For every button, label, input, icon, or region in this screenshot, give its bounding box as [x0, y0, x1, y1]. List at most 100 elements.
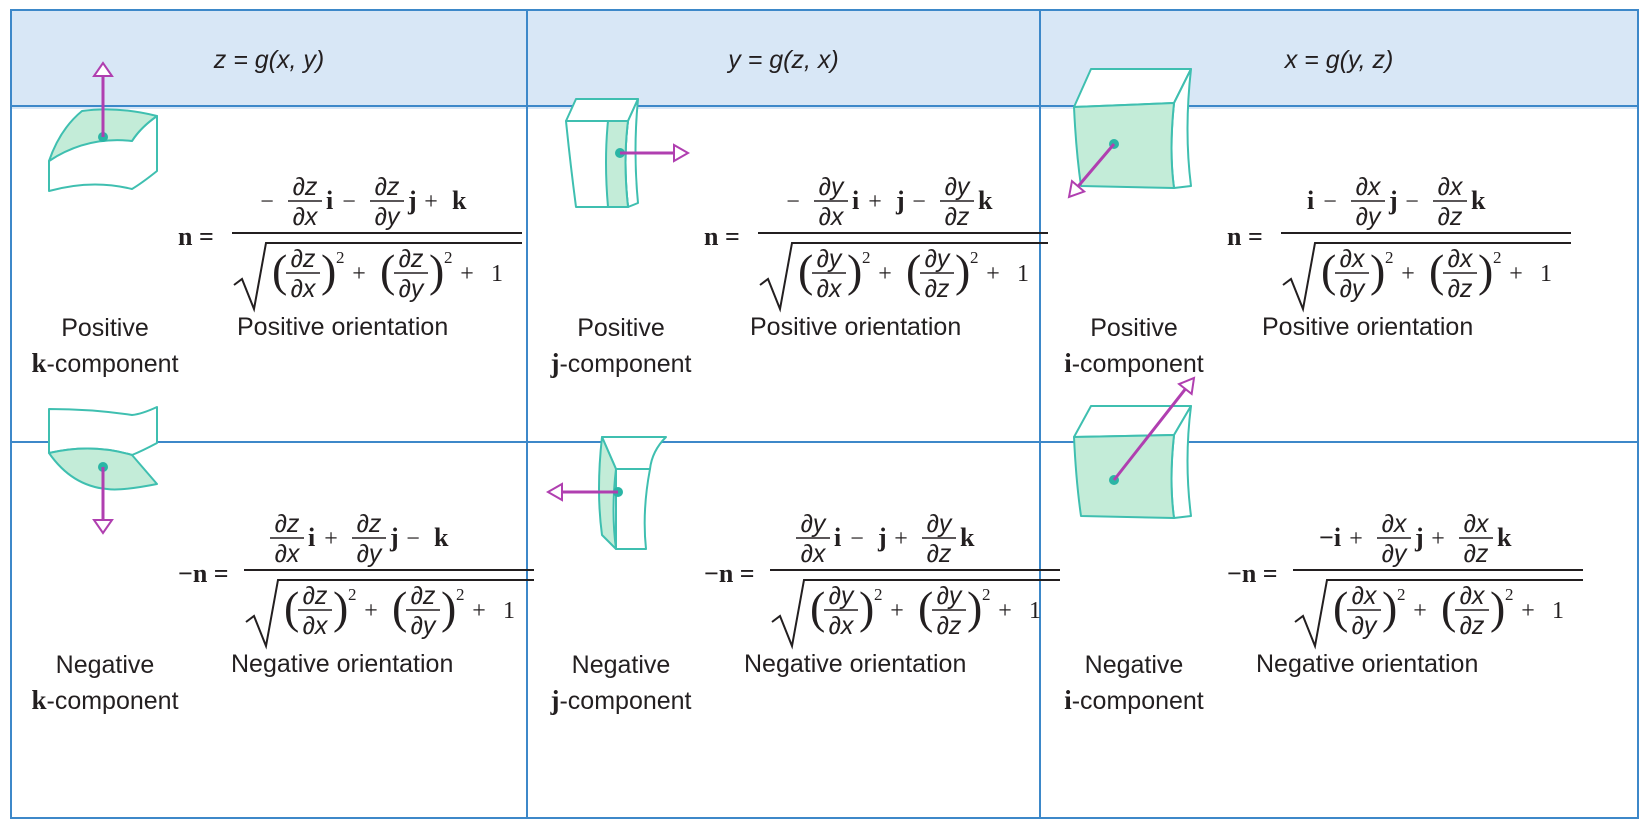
box-body [48, 406, 158, 456]
normal-arrow-head [1067, 179, 1087, 199]
cell-drawing: n =−∂z∂xi−∂z∂yj+k(∂z∂x)2+(∂z∂y)2+1 [48, 61, 522, 313]
sqrt-sign [233, 242, 522, 313]
radicand-term-0-num: ∂z [291, 245, 316, 273]
component-sign-text: Negative [1084, 651, 1184, 679]
normal-arrow-head [92, 519, 114, 535]
component-sign-text: Positive [577, 314, 665, 342]
equation-lhs: −n = [1227, 559, 1278, 588]
cell-drawing: −n =∂z∂xi+∂z∂yj−k(∂z∂x)2+(∂z∂y)2+1 [48, 406, 534, 650]
radicand-term-0-num: ∂y [817, 245, 843, 273]
component-vector: k [31, 685, 47, 715]
radicand-term-2-num: ∂y [937, 582, 963, 610]
normal-arrow-head [92, 61, 114, 77]
normal-arrow-head [673, 143, 691, 163]
radicand-term-4: 1 [1552, 598, 1564, 624]
component-suffix: -component [1071, 350, 1204, 378]
numerator-term-4-den: ∂y [375, 203, 401, 231]
radicand-term-0-den: ∂x [829, 612, 855, 640]
radicand-term-4: 1 [503, 598, 515, 624]
radicand-term-4: 1 [1017, 261, 1029, 287]
numerator-term-2: + [324, 526, 338, 552]
numerator-term-6: k [1471, 186, 1486, 215]
numerator-term-4: + [1431, 526, 1445, 552]
sqrt-sign [771, 579, 1060, 650]
header-text: y = g(z, x) [728, 45, 839, 74]
radicand-term-0-lparen: ( [1333, 582, 1348, 633]
numerator-term-0: i [1307, 186, 1314, 215]
component-suffix: -component [559, 687, 692, 715]
numerator-term-0-num: ∂y [801, 510, 827, 538]
numerator-term-1-num: ∂z [293, 173, 318, 201]
numerator-term-5-den: ∂z [1464, 540, 1489, 568]
radicand-term-2-num: ∂x [1460, 582, 1486, 610]
radicand-term-3: + [460, 261, 474, 287]
radicand-term-0-den: ∂y [1352, 612, 1378, 640]
radicand-term-0-rparen: ) [321, 245, 336, 296]
numerator-term-4: j [895, 186, 905, 215]
cell-drawing: −n =∂y∂xi−j+∂y∂zk(∂y∂x)2+(∂y∂z)2+1 [545, 436, 1060, 650]
radicand-term-1: + [890, 598, 904, 624]
radicand-term-2-den: ∂y [399, 275, 425, 303]
normal-equation: n =−∂z∂xi−∂z∂yj+k(∂z∂x)2+(∂z∂y)2+1 [178, 173, 522, 313]
radicand-term-2-lparen: ( [918, 582, 933, 633]
normal-equation: −n =∂z∂xi+∂z∂yj−k(∂z∂x)2+(∂z∂y)2+1 [178, 510, 534, 650]
numerator-term-0: − [260, 189, 274, 215]
radicand-term-0-lparen: ( [810, 582, 825, 633]
radicand-term-4: 1 [1029, 598, 1041, 624]
radicand-term-2-num: ∂y [925, 245, 951, 273]
numerator-term-5: − [406, 526, 420, 552]
component-name-text: j-component [536, 683, 706, 719]
radicand-term-0-lparen: ( [272, 245, 287, 296]
numerator-term-5-num: ∂x [1438, 173, 1464, 201]
radicand-term-1: + [352, 261, 366, 287]
radicand-term-0-exp: 2 [348, 585, 357, 604]
radicand-term-3: + [1509, 261, 1523, 287]
column-divider [526, 11, 528, 817]
component-name-text: k-component [20, 346, 190, 382]
equation-lhs: −n = [178, 559, 229, 588]
component-sign-text: Positive [1090, 314, 1178, 342]
component-sign-text: Negative [55, 651, 155, 679]
radicand-term-0-den: ∂x [291, 275, 317, 303]
numerator-term-3: − [342, 189, 356, 215]
header-text: z = g(x, y) [213, 45, 325, 74]
component-vector: j [550, 348, 560, 378]
equation-lhs: n = [178, 222, 214, 251]
numerator-term-3: j [1414, 523, 1424, 552]
numerator-term-0: −i [1319, 523, 1341, 552]
radicand-term-2-rparen: ) [1478, 245, 1493, 296]
orientation-label: Negative orientation [744, 650, 967, 678]
cell-drawing: −n =−i+∂x∂yj+∂x∂zk(∂x∂y)2+(∂x∂z)2+1 [1073, 376, 1583, 650]
numerator-term-3-den: ∂y [357, 540, 383, 568]
radicand-term-3: + [472, 598, 486, 624]
normal-arrow-head [545, 482, 563, 502]
radicand-term-4: 1 [1540, 261, 1552, 287]
surface-front [1073, 434, 1175, 519]
numerator-term-0-den: ∂x [275, 540, 301, 568]
surface-side [605, 120, 629, 208]
radicand-term-2-rparen: ) [429, 245, 444, 296]
numerator-term-1: i [834, 523, 841, 552]
surface-icon-j-neg [598, 436, 667, 550]
radicand-term-2-lparen: ( [380, 245, 395, 296]
normal-equation: n =−∂y∂xi+j−∂y∂zk(∂y∂x)2+(∂y∂z)2+1 [704, 173, 1048, 313]
orientation-table: z = g(x, y) y = g(z, x) x = g(y, z) n =−… [10, 9, 1639, 819]
radicand-term-0-exp: 2 [1385, 248, 1394, 267]
radicand-term-0-rparen: ) [1370, 245, 1385, 296]
numerator-term-2: i [852, 186, 859, 215]
radicand-term-1: + [364, 598, 378, 624]
sqrt-sign [245, 579, 534, 650]
numerator-term-3-num: ∂z [357, 510, 382, 538]
header-text: x = g(y, z) [1284, 45, 1394, 74]
radicand-term-2-rparen: ) [441, 582, 456, 633]
radicand-term-2-exp: 2 [1505, 585, 1514, 604]
component-sign-text: Positive [61, 314, 149, 342]
component-suffix: -component [559, 350, 692, 378]
numerator-term-2: − [850, 526, 864, 552]
radicand-term-1: + [1413, 598, 1427, 624]
component-suffix: -component [46, 350, 179, 378]
component-vector: j [550, 685, 560, 715]
orientation-label: Positive orientation [750, 313, 962, 341]
